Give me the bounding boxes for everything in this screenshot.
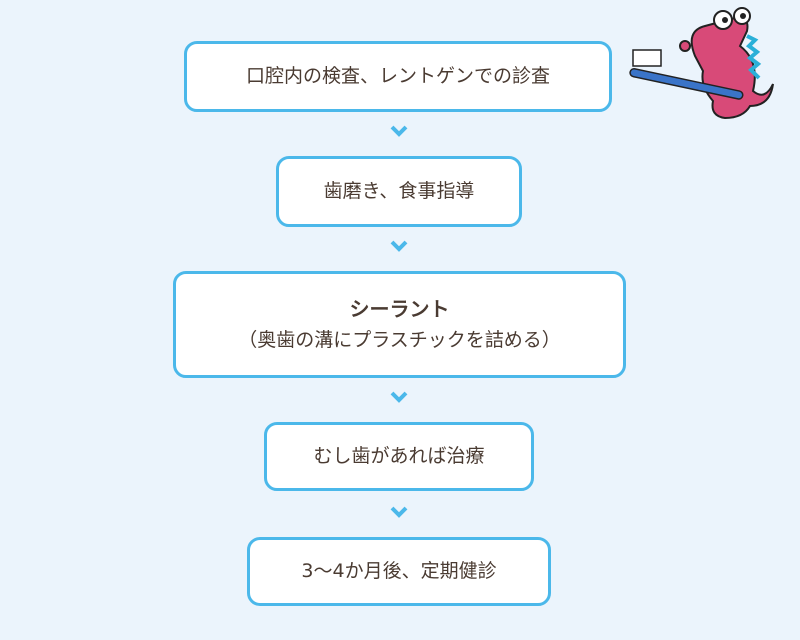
step-title: 歯磨き、食事指導 [323, 180, 475, 203]
step-title: むし歯があれば治療 [313, 445, 485, 468]
step-title: シーラント [349, 297, 450, 322]
flow-step-1: 口腔内の検査、レントゲンでの診査 [184, 41, 612, 112]
step-title: 口腔内の検査、レントゲンでの診査 [245, 65, 550, 88]
flow-step-4: むし歯があれば治療 [264, 422, 534, 491]
chevron-down-icon [390, 391, 408, 403]
step-title: 3〜4か月後、定期健診 [301, 560, 497, 583]
crocodile-toothbrush-mascot-icon [629, 7, 774, 120]
chevron-down-icon [390, 125, 408, 137]
chevron-down-icon [390, 240, 408, 252]
step-subtitle: （奥歯の溝にプラスチックを詰める） [238, 329, 561, 352]
flow-step-3: シーラント （奥歯の溝にプラスチックを詰める） [173, 271, 626, 378]
flow-step-5: 3〜4か月後、定期健診 [247, 537, 551, 606]
chevron-down-icon [390, 506, 408, 518]
flow-step-2: 歯磨き、食事指導 [276, 156, 522, 227]
